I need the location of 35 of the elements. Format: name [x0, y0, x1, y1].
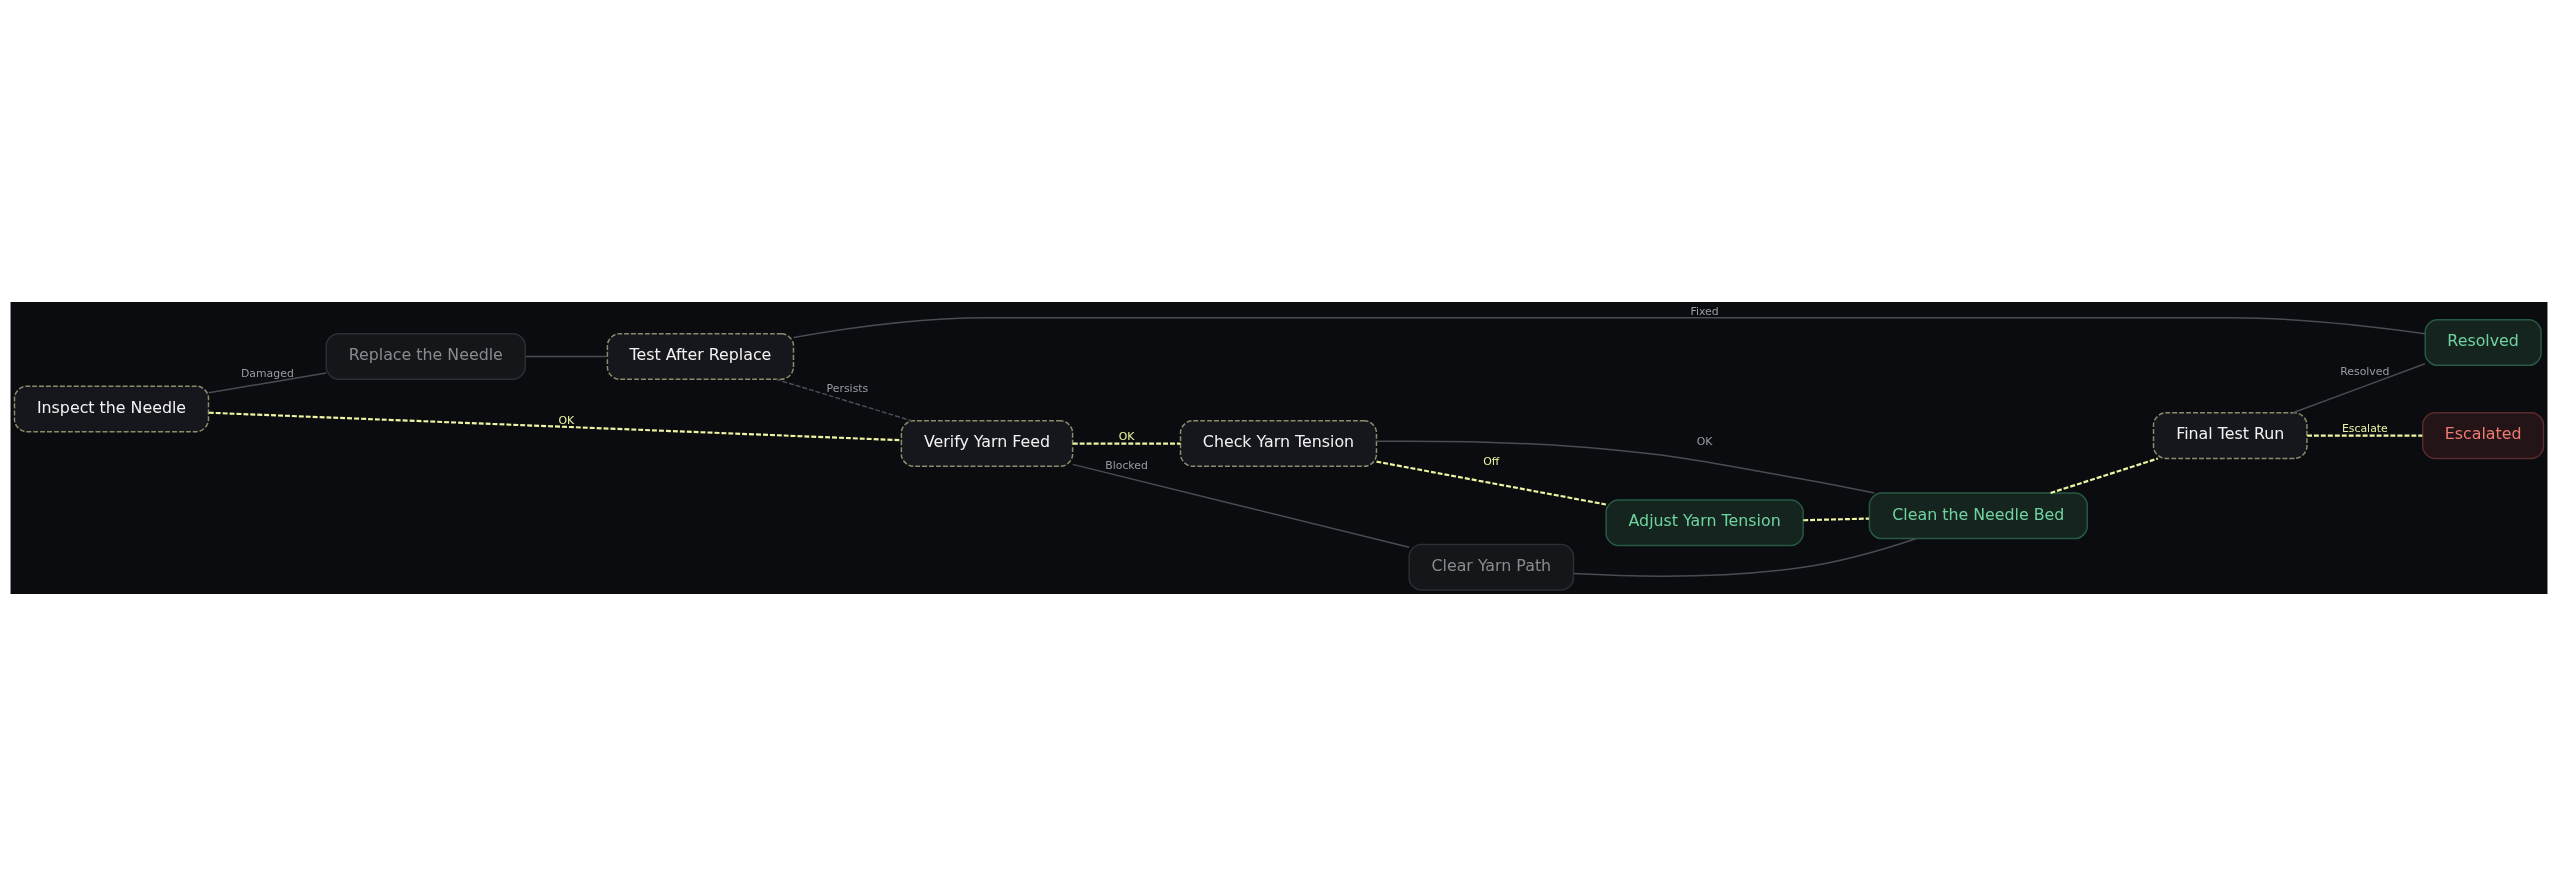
node-box: Verify Yarn Feed [900, 420, 1074, 468]
node-box: Final Test Run [2152, 412, 2308, 460]
connector [1375, 440, 1876, 494]
edge-label: Persists [826, 381, 869, 395]
edge-label: Off [1483, 455, 1500, 469]
connector [2292, 363, 2426, 414]
node-box: Replace the Needle [325, 332, 526, 380]
edge-label: Fixed [1690, 304, 1719, 318]
connector [1572, 537, 1917, 577]
node-box: Check Yarn Tension [1179, 420, 1378, 468]
connector [2050, 457, 2159, 494]
connector [792, 317, 2426, 339]
node-box: Test After Replace [606, 332, 795, 380]
edge-label: Damaged [240, 367, 294, 381]
edge-label: Escalate [2341, 422, 2388, 436]
connector [775, 378, 913, 422]
connector [1072, 442, 1181, 445]
connector [524, 355, 609, 358]
connector [1803, 517, 1869, 522]
edge-label: OK [558, 413, 575, 427]
connector [208, 372, 327, 394]
node-box: Clean the Needle Bed [1868, 492, 2088, 540]
connector [1376, 460, 1607, 506]
edge-label: OK [1696, 435, 1713, 449]
connector [1071, 463, 1410, 548]
edge-label: Resolved [2340, 365, 2390, 379]
node-box: Adjust Yarn Tension [1605, 499, 1804, 547]
node-box: Escalated [2422, 412, 2545, 460]
node-box: Clear Yarn Path [1408, 543, 1575, 591]
edge-label: Blocked [1105, 459, 1148, 473]
node-box: Inspect the Needle [13, 385, 210, 433]
connector [208, 411, 902, 442]
node-box: Resolved [2424, 319, 2542, 367]
connector [2307, 434, 2423, 437]
edge-label: OK [1118, 430, 1135, 444]
